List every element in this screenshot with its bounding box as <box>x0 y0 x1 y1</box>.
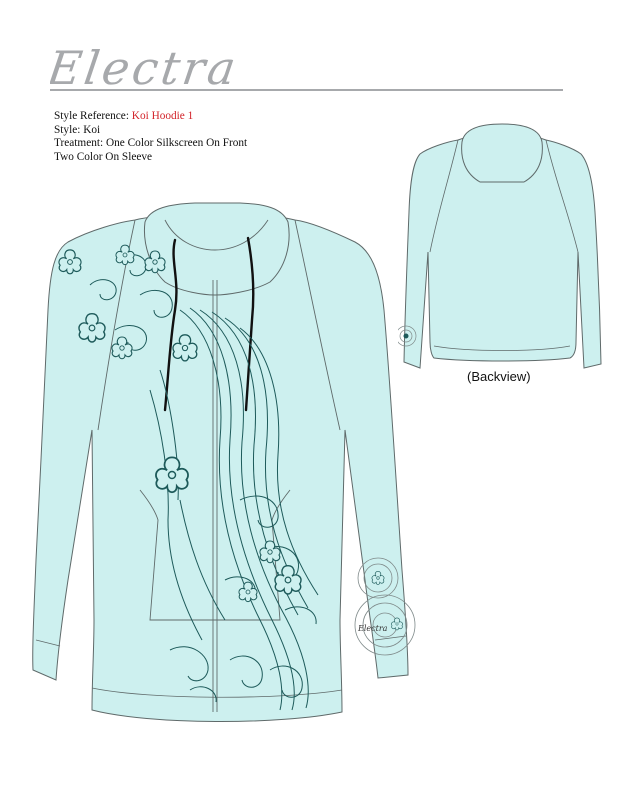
treatment-value: One Color Silkscreen On Front <box>106 137 248 149</box>
hoodie-back-hood <box>461 123 543 183</box>
style-label: Style: <box>54 123 81 136</box>
style-reference-row: Style Reference: Koi Hoodie 1 <box>54 110 247 124</box>
sleeve-logo: Electra <box>357 624 388 633</box>
style-row: Style: Koi <box>54 124 247 138</box>
hoodie-back-view <box>398 123 602 369</box>
style-reference-label: Style Reference: <box>54 110 129 122</box>
drawcord-right <box>244 236 255 412</box>
style-value: Koi <box>83 123 101 136</box>
koi-wave-print <box>89 254 319 711</box>
style-reference-value: Koi Hoodie 1 <box>131 110 194 122</box>
hoodie-back-body <box>403 133 602 369</box>
brand-wordmark: Electra <box>50 41 242 95</box>
drawcord-left <box>163 238 178 412</box>
backview-caption: (Backview) <box>467 369 531 384</box>
spec-block: Style Reference: Koi Hoodie 1 Style: Koi… <box>54 110 247 164</box>
treatment-row: Treatment: One Color Silkscreen On Front <box>54 137 247 151</box>
treatment-label: Treatment: <box>54 137 104 149</box>
hoodie-front-view: Electra <box>32 202 416 722</box>
header-divider <box>50 89 563 91</box>
electra-logo: Electra <box>50 41 242 95</box>
back-sleeve-print <box>398 325 417 347</box>
kangaroo-pocket <box>139 489 291 621</box>
treatment-line2: Two Color On Sleeve <box>54 150 153 163</box>
